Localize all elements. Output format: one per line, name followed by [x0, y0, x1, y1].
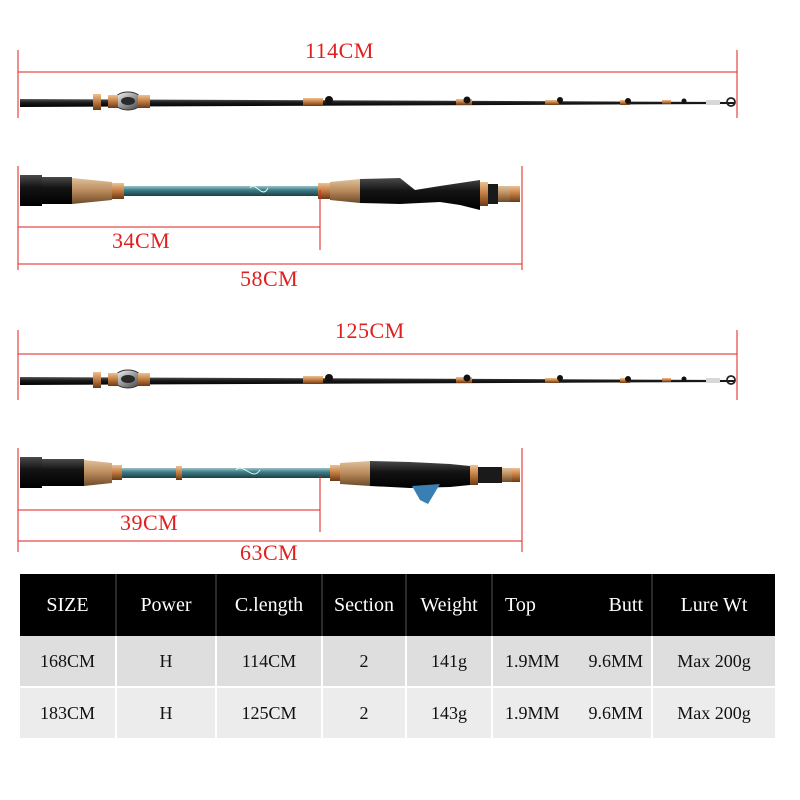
header-top-butt: Top Butt	[491, 574, 652, 636]
cell-power: H	[115, 636, 216, 688]
header-top: Top	[505, 593, 536, 616]
rod2-tip-length-label: 125CM	[335, 318, 405, 343]
cell-top-butt: 1.9MM 9.6MM	[491, 636, 652, 688]
cell-lure-wt: Max 200g	[651, 636, 775, 688]
table-row: 168CM H 114CM 2 141g 1.9MM 9.6MM Max 200…	[20, 636, 775, 688]
cell-power: H	[115, 687, 216, 740]
rod2-handle-measure-lines	[17, 448, 523, 552]
rod1-handle-measure-lines	[17, 166, 523, 270]
cell-butt: 9.6MM	[588, 650, 643, 671]
cell-top-butt: 1.9MM 9.6MM	[491, 687, 652, 740]
spec-table: SIZE Power C.length Section Weight Top B…	[20, 574, 775, 740]
spinning-rod-tip-section-icon	[20, 91, 736, 111]
header-power: Power	[115, 574, 216, 636]
spec-table-header-row: SIZE Power C.length Section Weight Top B…	[20, 574, 775, 636]
header-size: SIZE	[20, 574, 116, 636]
cell-weight: 141g	[405, 636, 492, 688]
cell-weight: 143g	[405, 687, 492, 740]
casting-rod-tip-section-icon	[20, 369, 736, 389]
rod2-tip-measure-line	[17, 330, 738, 400]
table-row: 183CM H 125CM 2 143g 1.9MM 9.6MM Max 200…	[20, 687, 775, 740]
cell-size: 183CM	[20, 687, 116, 740]
cell-section: 2	[321, 687, 406, 740]
cell-lure-wt: Max 200g	[651, 687, 775, 740]
cell-c-length: 114CM	[215, 636, 322, 688]
cell-section: 2	[321, 636, 406, 688]
cell-size: 168CM	[20, 636, 116, 688]
casting-rod-handle-icon	[20, 457, 520, 504]
rod1-tip-measure-line	[17, 50, 738, 118]
rod1-handle-long-label: 58CM	[240, 266, 299, 291]
rod2-handle-short-label: 39CM	[120, 510, 179, 535]
header-c-length: C.length	[215, 574, 322, 636]
cell-butt: 9.6MM	[588, 702, 643, 723]
rod1-handle-short-label: 34CM	[112, 228, 171, 253]
rod1-tip-length-label: 114CM	[305, 38, 374, 63]
spinning-rod-handle-icon	[20, 175, 520, 210]
header-section: Section	[321, 574, 406, 636]
rod2-handle-long-label: 63CM	[240, 540, 299, 565]
cell-top: 1.9MM	[505, 702, 560, 723]
header-weight: Weight	[405, 574, 492, 636]
header-butt: Butt	[608, 593, 643, 616]
rod-diagram	[17, 50, 738, 552]
cell-top: 1.9MM	[505, 650, 560, 671]
header-lure-wt: Lure Wt	[651, 574, 775, 636]
cell-c-length: 125CM	[215, 687, 322, 740]
